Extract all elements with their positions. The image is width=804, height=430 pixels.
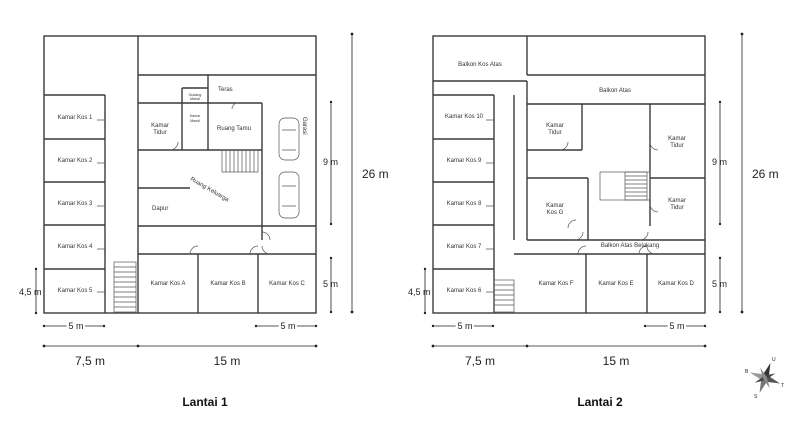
room-kos-9: Kamar Kos 9 (447, 158, 482, 164)
outer-wall (43, 35, 317, 314)
room-tidur-b-line1: Kamar (668, 136, 686, 142)
dim-height-total: 26 m (752, 167, 779, 181)
dim-height-low: 5 m (712, 279, 727, 289)
room-kos-1: Kamar Kos 1 (58, 115, 93, 121)
room-kamar-mandi-line1: Kamar (190, 114, 201, 118)
dim-width-left: 7,5 m (465, 354, 495, 368)
compass-south: S (754, 394, 758, 400)
caption-lantai-2: Lantai 2 (577, 395, 623, 409)
room-kos-d: Kamar Kos D (658, 281, 694, 287)
room-tidur-a-line1: Kamar (546, 123, 564, 129)
room-teras: Teras (218, 87, 233, 93)
room-kos-6: Kamar Kos 6 (447, 288, 482, 294)
room-gudang-line1: Gudang (189, 93, 202, 97)
room-kos-10: Kamar Kos 10 (445, 114, 484, 120)
room-tidur-b-line2: Tidur (670, 143, 683, 149)
room-kos-8: Kamar Kos 8 (447, 201, 482, 207)
dim-height-mid: 9 m (712, 157, 727, 167)
dim-width-left: 7,5 m (75, 354, 105, 368)
dim-width-right-room: 5 m (280, 321, 295, 331)
room-tidur-a-line2: Tidur (548, 130, 561, 136)
room-kos-g-line2: Kos G (547, 210, 564, 216)
room-balkon-kos-atas: Balkon Kos Atas (458, 62, 502, 68)
room-ruang-tamu: Ruang Tamu (217, 126, 251, 132)
dim-height-total: 26 m (362, 167, 389, 181)
room-kos-a: Kamar Kos A (150, 281, 185, 287)
room-kos-5: Kamar Kos 5 (58, 288, 93, 294)
room-kos-c: Kamar Kos C (269, 281, 305, 287)
room-garasi: Garasi (301, 117, 307, 135)
dim-width-left-room: 5 m (457, 321, 472, 331)
compass-east: T (781, 383, 784, 389)
room-kos-b: Kamar Kos B (210, 281, 245, 287)
room-kos-f: Kamar Kos F (538, 281, 573, 287)
room-kos-3: Kamar Kos 3 (58, 201, 93, 207)
room-balkon-belakang: Balkon Atas Belakang (601, 243, 659, 249)
dim-width-right: 15 m (603, 354, 630, 368)
room-kos-7: Kamar Kos 7 (447, 244, 482, 250)
dim-width-left-room: 5 m (68, 321, 83, 331)
room-kamar-tidur-line2: Tidur (153, 130, 166, 136)
room-kos-2: Kamar Kos 2 (58, 158, 93, 164)
dim-width-right: 15 m (214, 354, 241, 368)
floor-plan-lantai-2: Balkon Kos Atas Balkon Atas Kamar Kos 10… (408, 32, 779, 409)
room-tidur-c-line1: Kamar (668, 198, 686, 204)
dim-height-left: 4,5 m (408, 287, 431, 297)
room-kamar-tidur-line1: Kamar (151, 123, 169, 129)
car-icon (278, 117, 300, 219)
room-kamar-mandi-line2: Mandi (190, 119, 200, 123)
outer-wall (432, 35, 706, 314)
floor-plan-lantai-1: Kamar Kos 1 Kamar Kos 2 Kamar Kos 3 Kama… (19, 32, 389, 409)
room-kos-e: Kamar Kos E (598, 281, 633, 287)
room-balkon-atas: Balkon Atas (599, 88, 631, 94)
caption-lantai-1: Lantai 1 (182, 395, 228, 409)
room-gudang-line2: Mandi (190, 97, 200, 101)
dim-height-left: 4,5 m (19, 287, 42, 297)
room-kos-4: Kamar Kos 4 (58, 244, 93, 250)
compass-west: B (745, 369, 749, 375)
room-ruang-keluarga: Ruang Keluarga (189, 177, 230, 204)
dim-height-mid: 9 m (323, 157, 338, 167)
dim-height-low: 5 m (323, 279, 338, 289)
dim-width-right-room: 5 m (669, 321, 684, 331)
room-tidur-c-line2: Tidur (670, 205, 683, 211)
compass-north: U (772, 357, 776, 363)
room-dapur: Dapur (152, 206, 168, 212)
compass-icon: U S T B (745, 357, 784, 400)
room-kos-g-line1: Kamar (546, 203, 564, 209)
